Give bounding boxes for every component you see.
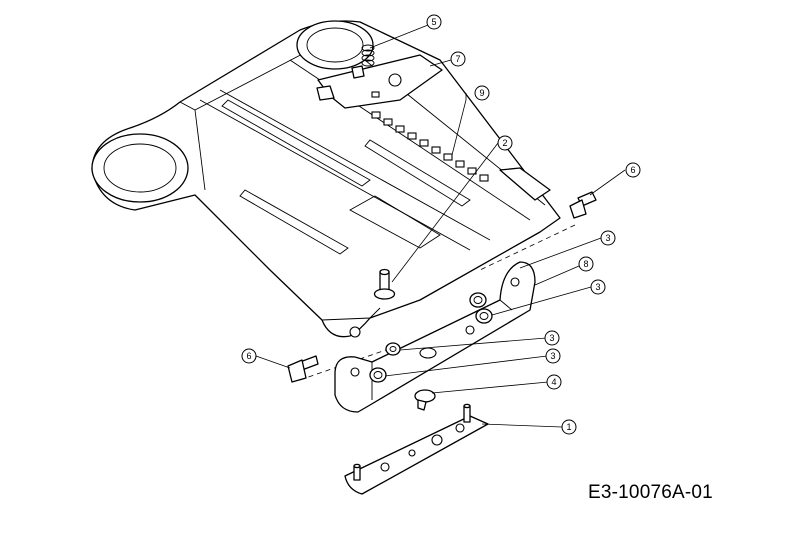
callout-3-c: 3: [544, 330, 560, 346]
callout-7: 7: [450, 51, 466, 67]
adjustment-slots: [371, 111, 489, 182]
svg-text:2: 2: [502, 138, 507, 148]
nut-upper-a: [469, 292, 487, 308]
svg-text:8: 8: [583, 259, 588, 269]
callout-3-a: 3: [600, 230, 616, 246]
clip: [414, 389, 436, 411]
svg-text:3: 3: [550, 351, 555, 361]
svg-text:4: 4: [551, 377, 556, 387]
callout-4: 4: [546, 374, 562, 390]
spring-bracket: [316, 54, 443, 109]
callout-5: 5: [426, 14, 442, 30]
svg-text:3: 3: [549, 333, 554, 343]
svg-text:5: 5: [431, 17, 436, 27]
svg-text:6: 6: [630, 165, 635, 175]
drawing-code: E3-10076A-01: [588, 482, 713, 503]
washer-lower: [385, 342, 401, 356]
svg-text:7: 7: [455, 54, 460, 64]
callout-3-d: 3: [545, 348, 561, 364]
bolt-right: [569, 191, 597, 219]
callout-6-right: 6: [625, 162, 641, 178]
svg-text:1: 1: [566, 422, 571, 432]
nut-lower: [369, 367, 387, 383]
svg-text:6: 6: [246, 351, 251, 361]
callout-3-b: 3: [590, 279, 606, 295]
leader-lines: [255, 24, 626, 428]
nut-upper-b: [475, 308, 493, 324]
svg-text:3: 3: [605, 233, 610, 243]
callout-8: 8: [578, 256, 594, 272]
svg-text:9: 9: [479, 88, 484, 98]
pivot-pin: [373, 268, 396, 300]
bolt-left: [287, 355, 319, 383]
seat-plate: [91, 20, 561, 338]
callout-9: 9: [474, 85, 490, 101]
callout-6-left: 6: [241, 348, 257, 364]
callout-2: 2: [497, 135, 513, 151]
spring: [361, 44, 375, 67]
slide-plate: [344, 403, 489, 495]
callout-1: 1: [561, 419, 577, 435]
svg-text:3: 3: [595, 282, 600, 292]
